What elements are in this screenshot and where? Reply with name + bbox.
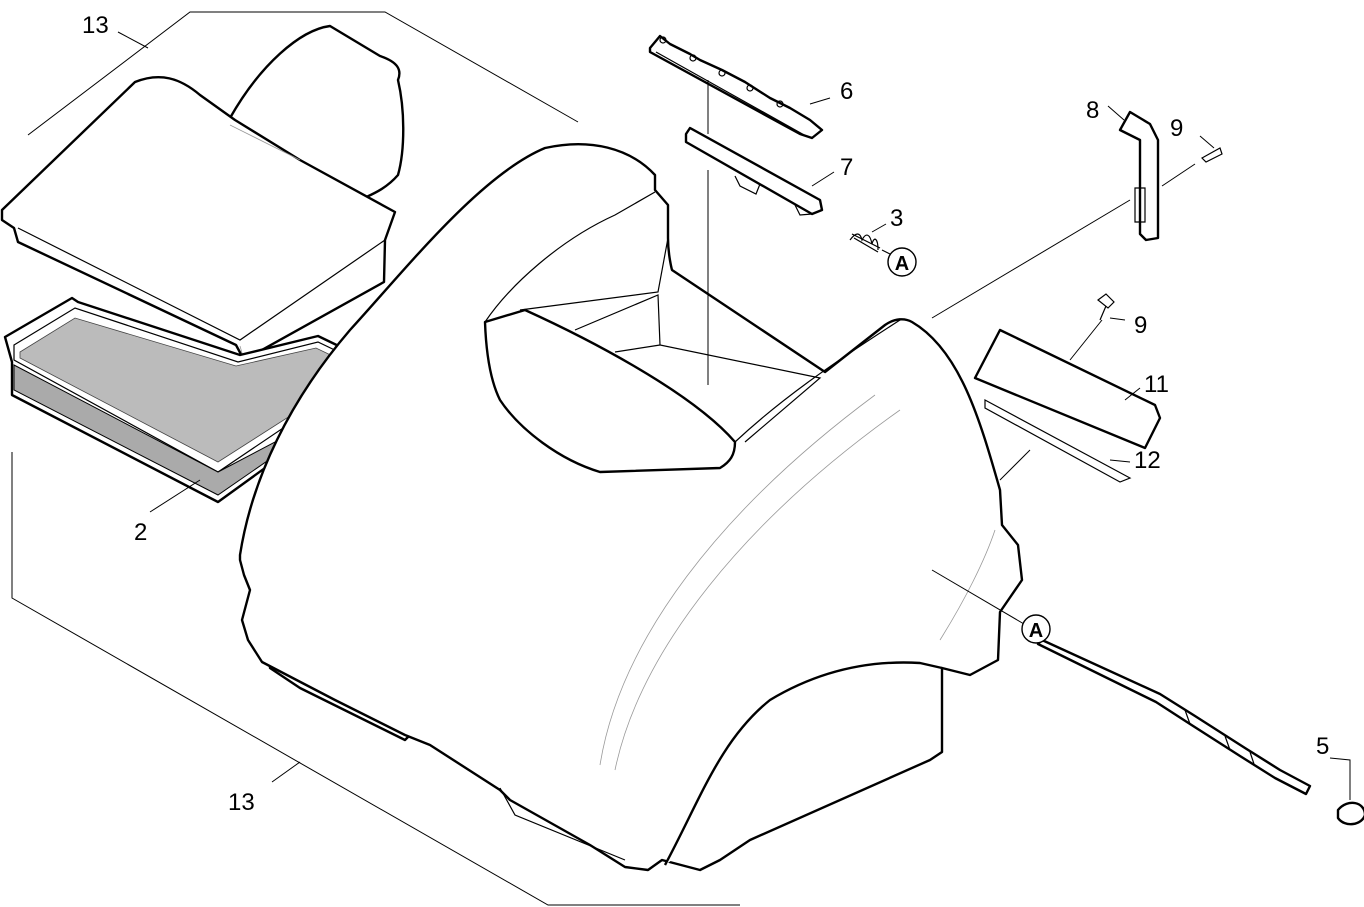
rail-part-6 bbox=[648, 34, 824, 140]
spring-part-3 bbox=[849, 233, 891, 255]
screw-part-9 bbox=[1097, 147, 1223, 321]
callout-3: 3 bbox=[890, 205, 903, 232]
svg-text:A: A bbox=[895, 253, 909, 275]
rod-part-5 bbox=[1036, 638, 1364, 826]
callout-13-top: 13 bbox=[82, 12, 109, 39]
deflector-part-11 bbox=[973, 328, 1162, 450]
callout-2: 2 bbox=[134, 519, 147, 546]
leader-lines bbox=[117, 31, 1351, 800]
main-housing-part bbox=[238, 143, 1024, 872]
callout-7: 7 bbox=[840, 154, 853, 181]
callout-11: 11 bbox=[1144, 371, 1169, 398]
callout-9-top: 9 bbox=[1170, 115, 1183, 142]
seal-part-12 bbox=[984, 398, 1132, 483]
reference-marker-a2: A bbox=[1021, 614, 1051, 644]
callout-labels: 13 2 13 6 7 3 8 9 9 11 12 5 bbox=[82, 12, 1329, 816]
callout-9-mid: 9 bbox=[1134, 312, 1147, 339]
svg-text:A: A bbox=[1029, 620, 1043, 642]
callout-6: 6 bbox=[840, 78, 853, 105]
callout-8: 8 bbox=[1086, 97, 1099, 124]
holder-part-7 bbox=[684, 126, 824, 216]
callout-13-bottom: 13 bbox=[228, 789, 255, 816]
callout-12: 12 bbox=[1134, 447, 1161, 474]
callout-5: 5 bbox=[1316, 733, 1329, 760]
bracket-part-8 bbox=[1118, 110, 1160, 242]
top-cover-part bbox=[0, 24, 405, 362]
assembly-bracket-lines bbox=[11, 11, 740, 906]
reference-marker-a1: A bbox=[887, 247, 917, 277]
